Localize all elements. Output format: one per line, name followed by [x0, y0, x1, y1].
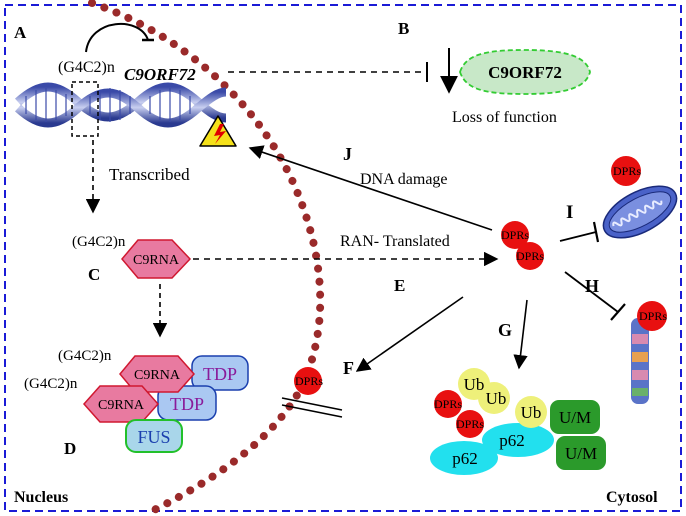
aggregation-arrow [513, 299, 528, 370]
channel-line-lower [281, 404, 343, 418]
panel-label-d: D [64, 439, 76, 458]
p62-ellipse-left [430, 441, 498, 475]
repeat-region-box [71, 81, 99, 137]
ub-circle-right [515, 396, 547, 428]
transport-arrow [355, 296, 464, 372]
panel-label-c: C [88, 265, 100, 284]
c9rna-label-top: C9RNA [134, 368, 181, 383]
dpr-label-mito: DPRs [613, 164, 641, 178]
c9rna-label: C9RNA [133, 253, 180, 268]
ran-translated-text: RAN- Translated [340, 233, 450, 250]
dpr-particle-channel [294, 367, 322, 395]
rna-repeat-label: (G4C2)n [72, 234, 126, 250]
um-box-top [550, 400, 600, 434]
c9rna-shape [121, 239, 192, 279]
panel-label-j: J [343, 144, 352, 164]
tdp-label-bottom: TDP [170, 394, 204, 414]
dna-double-helix-icon [14, 82, 227, 128]
mito-inhibition-bar [592, 221, 600, 243]
dpr-label-central-bottom: DPRs [516, 249, 544, 263]
outer-frame [4, 4, 682, 512]
p62-ellipse-right [482, 423, 554, 457]
fus-box [125, 419, 183, 453]
panel-label-f: F [343, 358, 354, 378]
dpr-particle-central-top [501, 221, 529, 249]
um-label-bottom: U/M [565, 444, 597, 463]
panel-label-i: I [566, 202, 573, 223]
dpr-particle-agg-top [434, 390, 462, 418]
ub-label-right: Ub [521, 403, 542, 422]
c9orf72-protein-shape [459, 49, 591, 95]
dpr-particle-mito [611, 156, 641, 186]
nuclear-membrane [88, 0, 325, 516]
panel-label-h: H [585, 276, 599, 296]
mito-inhibition-line [559, 231, 597, 242]
dpr-label-pore: DPRs [639, 309, 667, 323]
dpr-particle-central-bottom [516, 242, 544, 270]
pore-inhibition-bar [610, 303, 626, 321]
dpr-label-agg-bottom: DPRs [456, 417, 484, 431]
c9rna-label-bottom: C9RNA [98, 398, 145, 413]
cytosol-label: Cytosol [606, 489, 658, 506]
gene-name-label: C9ORF72 [124, 65, 196, 84]
c9rna-shape-bottom [82, 385, 160, 423]
dpr-label-central-top: DPRs [501, 228, 529, 242]
pore-inhibition-line [564, 271, 619, 313]
panel-label-a: A [14, 23, 27, 42]
gene-repeat-label: (G4C2)n [58, 59, 115, 76]
panel-label-b: B [398, 19, 409, 38]
dpr-label-channel: DPRs [295, 374, 323, 388]
lightning-warning-icon [199, 115, 237, 147]
ub-circle-middle [478, 382, 510, 414]
p62-label-left: p62 [452, 449, 478, 468]
ub-label-top: Ub [464, 375, 485, 394]
dpr-label-agg-top: DPRs [434, 397, 462, 411]
repeat-autoinhibition-arc [85, 22, 149, 53]
dpr-particle-agg-bottom [456, 410, 484, 438]
nuclear-pore-icon [631, 318, 649, 404]
panel-label-e: E [394, 276, 405, 295]
channel-line-upper [281, 397, 343, 411]
mitochondrion-icon [602, 185, 678, 239]
nucleus-label: Nucleus [14, 489, 68, 506]
dna-damage-text: DNA damage [360, 171, 448, 188]
complex-repeat-bottom: (G4C2)n [24, 376, 78, 392]
c9orf72-protein-label: C9ORF72 [488, 63, 562, 82]
loss-of-function-text: Loss of function [452, 109, 557, 126]
dna-damage-arrow [248, 145, 493, 231]
panel-label-g: G [498, 320, 512, 340]
complex-repeat-top: (G4C2)n [58, 348, 112, 364]
dpr-particle-pore [637, 301, 667, 331]
p62-label-right: p62 [499, 431, 525, 450]
tdp-label-top: TDP [203, 364, 237, 384]
um-box-bottom [556, 436, 606, 470]
um-label-top: U/M [559, 408, 591, 427]
ub-label-middle: Ub [486, 389, 507, 408]
transcribed-text: Transcribed [109, 165, 190, 184]
fus-label: FUS [137, 427, 170, 447]
